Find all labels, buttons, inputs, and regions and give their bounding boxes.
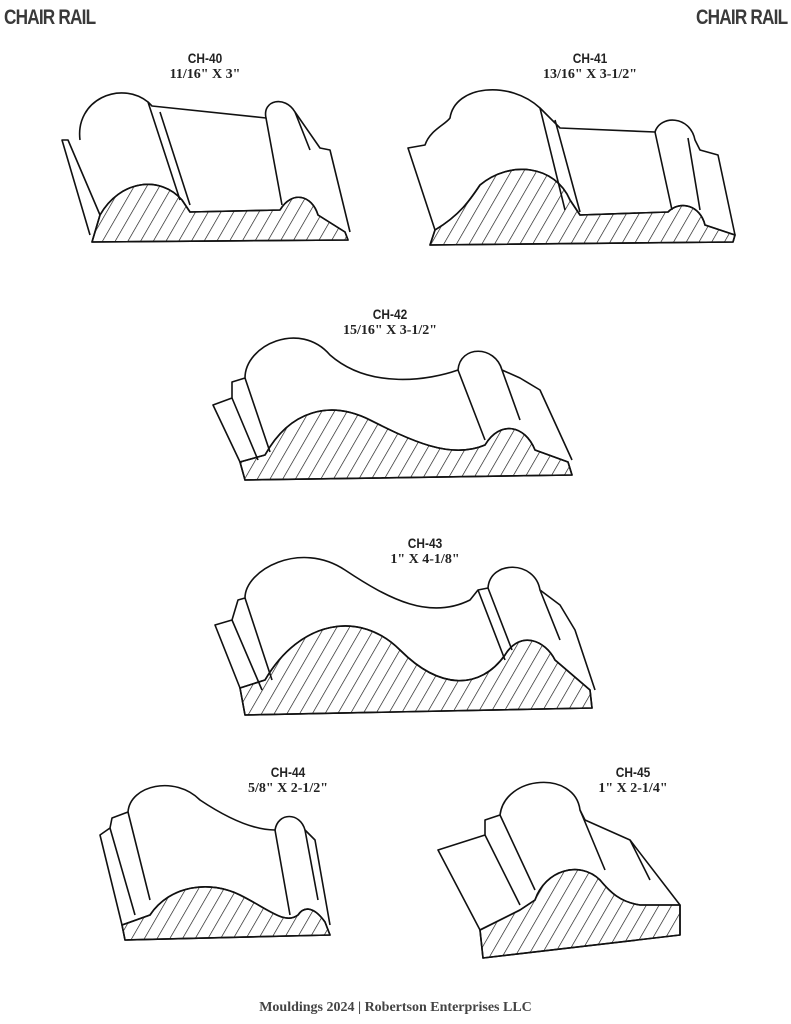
product-dimensions: 5/8" X 2-1/2" (247, 781, 329, 796)
moulding-drawing-ch44 (99, 784, 331, 941)
section-title-right: CHAIR RAIL (695, 6, 788, 29)
product-code: CH-42 (372, 306, 408, 322)
product-dimensions: 1" X 2-1/4" (598, 781, 668, 796)
product-label-ch43: CH-43 1" X 4-1/8" (325, 535, 525, 568)
product-code: CH-40 (187, 50, 223, 66)
moulding-drawing-ch41 (407, 89, 736, 246)
product-dimensions: 11/16" X 3" (169, 67, 241, 82)
product-label-ch45: CH-45 1" X 2-1/4" (533, 764, 733, 797)
product-code: CH-45 (615, 764, 651, 780)
page-footer: Mouldings 2024 | Robertson Enterprises L… (259, 1000, 532, 1015)
moulding-drawing-ch45 (437, 781, 681, 959)
product-dimensions: 15/16" X 3-1/2" (342, 323, 438, 338)
product-label-ch41: CH-41 13/16" X 3-1/2" (490, 50, 690, 83)
product-dimensions: 1" X 4-1/8" (390, 552, 460, 567)
product-code: CH-44 (270, 764, 306, 780)
product-dimensions: 13/16" X 3-1/2" (542, 67, 638, 82)
product-label-ch40: CH-40 11/16" X 3" (105, 50, 305, 83)
product-label-ch44: CH-44 5/8" X 2-1/2" (188, 764, 388, 797)
product-code: CH-41 (572, 50, 608, 66)
product-label-ch42: CH-42 15/16" X 3-1/2" (290, 306, 490, 339)
product-code: CH-43 (407, 535, 443, 551)
section-title-left: CHAIR RAIL (4, 6, 96, 29)
moulding-drawing-ch43 (214, 556, 596, 716)
moulding-drawing-ch40 (61, 92, 351, 243)
moulding-drawing-ch42 (212, 337, 573, 481)
